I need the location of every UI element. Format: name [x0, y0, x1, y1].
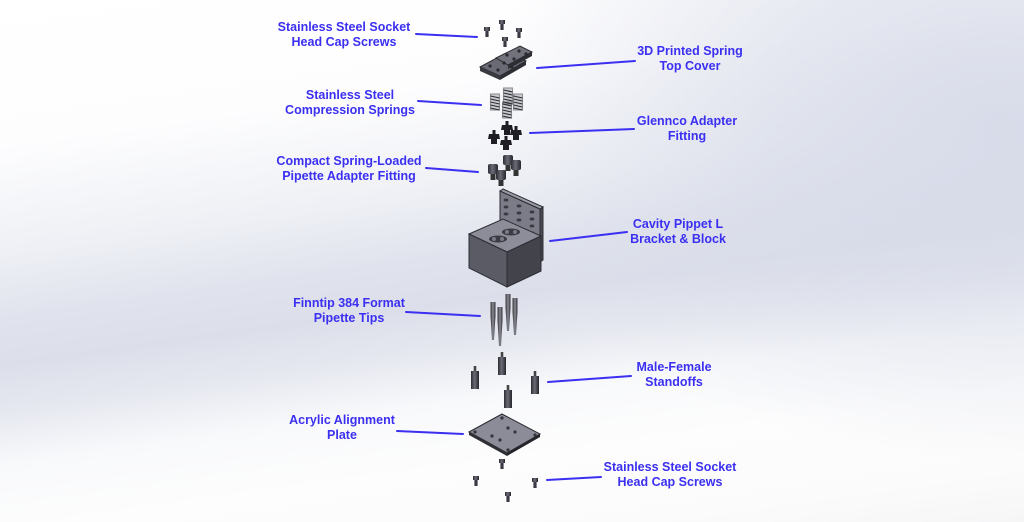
leader-line-standoffs: [547, 375, 632, 383]
alignment-plate-part: [467, 413, 542, 456]
label-line: Finntip 384 Format: [293, 296, 405, 310]
compact-fittings-part: [488, 155, 521, 186]
label-line: Compression Springs: [285, 103, 415, 117]
label-alignment-plate: Acrylic Alignment Plate: [286, 413, 398, 443]
label-compact-fitting: Compact Spring-Loaded Pipette Adapter Fi…: [274, 154, 424, 184]
pipette-tips-part: [490, 294, 518, 346]
top-screws-part: [484, 20, 522, 47]
label-bracket-block: Cavity Pippet L Bracket & Block: [628, 217, 728, 247]
label-line: 3D Printed Spring: [637, 44, 743, 58]
label-line: Head Cap Screws: [291, 35, 397, 49]
label-standoffs: Male-Female Standoffs: [632, 360, 716, 390]
label-line: Pipette Adapter Fitting: [282, 169, 416, 183]
label-springs: Stainless Steel Compression Springs: [284, 88, 416, 118]
bracket-block-part: [467, 188, 545, 288]
leader-line-bracket-block: [549, 231, 628, 242]
label-line: Pipette Tips: [313, 311, 385, 325]
leader-line-bottom-screws: [546, 476, 602, 481]
label-line: Male-Female: [636, 360, 712, 374]
label-line: Head Cap Screws: [617, 475, 723, 489]
glennco-fittings-part: [488, 121, 522, 150]
bottom-screws-part: [473, 459, 538, 502]
label-line: Stainless Steel: [305, 88, 395, 102]
leader-line-compact-fitting: [425, 167, 479, 173]
springs-part: [489, 87, 524, 119]
label-line: Glennco Adapter: [636, 114, 738, 128]
label-line: Stainless Steel Socket: [603, 460, 737, 474]
leader-line-springs: [417, 100, 482, 106]
label-line: Compact Spring-Loaded: [276, 154, 422, 168]
leader-line-top-cover: [536, 60, 636, 69]
label-line: Acrylic Alignment: [289, 413, 395, 427]
label-bottom-screws: Stainless Steel Socket Head Cap Screws: [600, 460, 740, 490]
label-line: Fitting: [667, 129, 707, 143]
label-top-cover: 3D Printed Spring Top Cover: [636, 44, 744, 74]
leader-line-glennco: [529, 128, 635, 134]
label-line: Plate: [327, 428, 357, 442]
label-line: Cavity Pippet L: [632, 217, 724, 231]
leader-line-pipette-tips: [405, 311, 481, 317]
standoffs-part: [471, 352, 539, 408]
label-line: Bracket & Block: [630, 232, 726, 246]
label-pipette-tips: Finntip 384 Format Pipette Tips: [290, 296, 408, 326]
label-line: Stainless Steel Socket: [277, 20, 411, 34]
label-line: Top Cover: [659, 59, 721, 73]
leader-lines: [396, 33, 636, 481]
label-line: Standoffs: [645, 375, 703, 389]
leader-line-top-screws: [415, 33, 478, 38]
label-top-screws: Stainless Steel Socket Head Cap Screws: [276, 20, 412, 50]
label-glennco: Glennco Adapter Fitting: [634, 114, 740, 144]
top-cover-part: [478, 45, 534, 80]
leader-line-alignment-plate: [396, 430, 464, 435]
